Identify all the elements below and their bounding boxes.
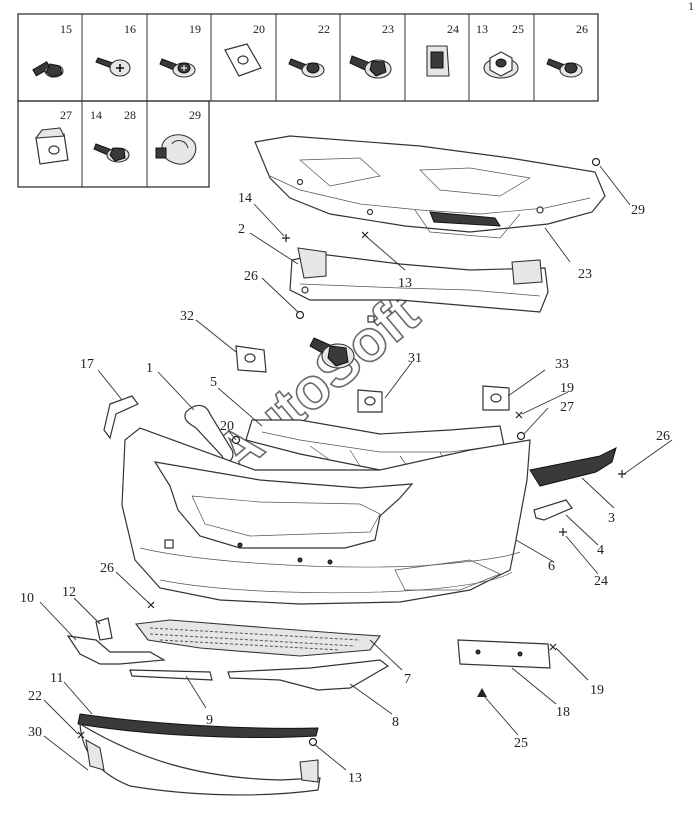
cell-label-16: 16 [124, 22, 136, 36]
callout-20: 20 [220, 419, 234, 434]
callout-31: 31 [408, 351, 422, 366]
callout-10: 10 [20, 591, 34, 606]
callout-29: 29 [631, 203, 645, 218]
callout-21: 23 [578, 267, 592, 282]
callout-33: 33 [555, 357, 569, 372]
cell-label-29: 29 [189, 108, 201, 122]
cell-label-15: 15 [60, 22, 72, 36]
lower-grille [134, 619, 382, 657]
screw-washer-icon [159, 58, 196, 78]
callout-labels: 14 2 26 13 23 29 32 31 33 19 27 17 1 5 2… [20, 191, 670, 786]
fastener-symbols [77, 157, 626, 747]
screw-washer-icon [288, 58, 325, 78]
callout-8: 8 [392, 715, 399, 730]
callout-19-lower: 19 [590, 683, 604, 698]
push-clip-icon [155, 134, 197, 165]
screw-phillips-icon [95, 57, 131, 77]
callout-7: 7 [404, 672, 411, 687]
cell-label-22: 22 [318, 22, 330, 36]
callout-27: 27 [560, 400, 574, 415]
callout-4: 4 [597, 543, 604, 558]
cell-label-13: 13 [476, 22, 488, 36]
cell-label-24: 24 [447, 22, 459, 36]
right-trim-3 [529, 447, 617, 487]
bracket-33 [482, 385, 510, 411]
right-bracket-4 [533, 499, 573, 521]
screw-washer-icon [546, 58, 583, 78]
callout-14: 13 [398, 276, 412, 291]
upper-cover-panel [254, 135, 606, 239]
cell-label-25: 25 [512, 22, 524, 36]
callout-25: 26 [244, 269, 258, 284]
lower-strip-9 [129, 669, 213, 681]
callout-23: 24 [594, 574, 608, 589]
callout-30: 30 [28, 725, 42, 740]
callout-1: 1 [146, 361, 153, 376]
callout-11: 11 [50, 671, 63, 686]
right-lower-trim-8 [227, 659, 390, 691]
mounting-bolt [309, 337, 355, 369]
callout-6: 6 [548, 559, 555, 574]
square-clip-icon [34, 127, 69, 165]
left-lower-trim-10 [66, 635, 166, 665]
bumper-beam [289, 247, 549, 323]
cell-label-19: 19 [189, 22, 201, 36]
center-clip [357, 389, 383, 413]
cell-label-26: 26 [576, 22, 588, 36]
callout-5: 5 [210, 375, 217, 390]
cell-label-27: 27 [60, 108, 72, 122]
left-insert-12 [95, 617, 113, 641]
callout-18: 18 [556, 705, 570, 720]
triangle-marker-24 [477, 688, 487, 697]
hex-nut-icon [483, 51, 519, 79]
leader-lines [39, 165, 673, 771]
callout-15: 14 [238, 191, 252, 206]
cell-label-14: 14 [90, 108, 102, 122]
callout-3: 3 [608, 511, 615, 526]
square-nut-icon [224, 43, 262, 77]
corner-mark: 1 [688, 0, 694, 13]
callout-22: 22 [28, 689, 42, 704]
cell-label-23: 23 [382, 22, 394, 36]
bracket-32 [235, 345, 267, 373]
cell-label-28: 28 [124, 108, 136, 122]
callout-9: 9 [206, 713, 213, 728]
bolt-flange-icon [32, 61, 64, 78]
callout-12: 12 [62, 585, 76, 600]
callout-19-upper: 19 [560, 381, 574, 396]
clip-nut-icon [426, 45, 450, 77]
bumper-cover [121, 427, 531, 605]
callout-32: 32 [180, 309, 194, 324]
callout-2: 2 [238, 222, 245, 237]
callout-26-left: 26 [100, 561, 114, 576]
callout-17: 17 [80, 357, 94, 372]
lower-lip-11 [77, 713, 321, 796]
license-bracket-18 [457, 639, 551, 669]
fastener-table: 15 16 19 20 22 23 24 13 25 26 27 14 28 2… [17, 13, 599, 188]
left-bracket-17 [103, 395, 139, 440]
callout-13: 13 [348, 771, 362, 786]
callout-26-right: 26 [656, 429, 670, 444]
cell-label-20: 20 [253, 22, 265, 36]
callout-24: 25 [514, 736, 528, 751]
bolt-flange-icon [93, 143, 130, 163]
bolt-large-flange-icon [349, 55, 392, 79]
